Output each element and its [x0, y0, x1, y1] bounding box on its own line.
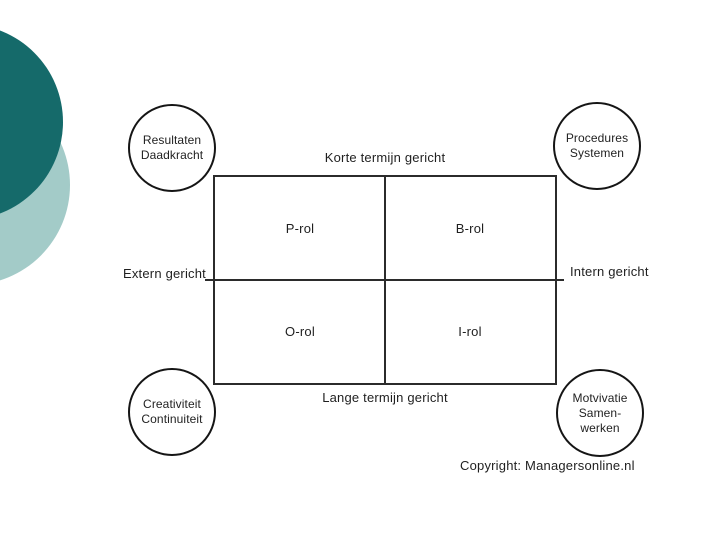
corner-circle-label-line: Motvivatie	[572, 390, 628, 405]
quadrant-label: B-rol	[455, 221, 485, 236]
corner-circle-motivatie: Motvivatie Samen- werken	[556, 369, 644, 457]
corner-circle-label-line: Continuiteit	[141, 412, 203, 426]
corner-circle-label-line: Daadkracht	[140, 148, 204, 162]
axis-label-intern: Intern gericht	[570, 264, 649, 279]
corner-circle-label-line: Systemen	[569, 146, 625, 160]
corner-circle-label-line: Procedures	[565, 131, 629, 145]
corner-circle-label-line: Samen-	[578, 405, 622, 420]
quadrant-label: O-rol	[285, 324, 315, 339]
matrix-grid: P-rol B-rol O-rol I-rol	[205, 175, 564, 385]
quadrant-i-rol: I-rol	[385, 280, 555, 383]
corner-circle-label-line: Resultaten	[142, 133, 202, 147]
quadrant-label: P-rol	[285, 221, 315, 236]
quadrant-label: I-rol	[458, 324, 482, 339]
grid-horizontal-divider	[205, 279, 564, 281]
corner-circle-creativiteit: Creativiteit Continuiteit	[128, 368, 216, 456]
quadrant-b-rol: B-rol	[385, 177, 555, 280]
corner-circle-resultaten: Resultaten Daadkracht	[128, 104, 216, 192]
axis-label-short-term: Korte termijn gericht	[324, 150, 446, 165]
axis-label-long-term: Lange termijn gericht	[322, 390, 448, 405]
corner-circle-label-line: werken	[580, 420, 620, 435]
quadrant-p-rol: P-rol	[215, 177, 385, 280]
corner-circle-label-line: Creativiteit	[143, 397, 201, 411]
axis-label-extern: Extern gericht	[122, 266, 206, 281]
copyright-text: Copyright: Managersonline.nl	[460, 458, 635, 473]
quadrant-o-rol: O-rol	[215, 280, 385, 383]
corner-circle-procedures: Procedures Systemen	[553, 102, 641, 190]
